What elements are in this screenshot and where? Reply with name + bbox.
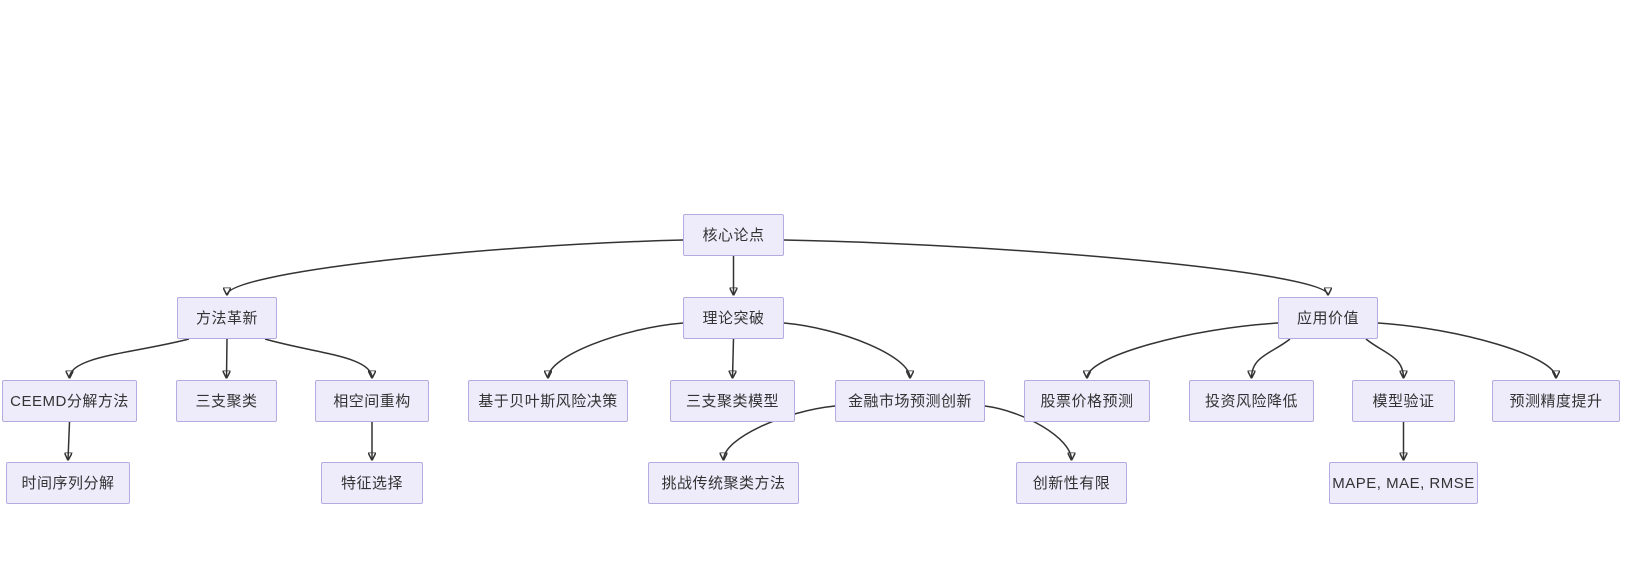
- node-label: 投资风险降低: [1204, 392, 1298, 410]
- edge-theory-to-fin: [783, 322, 910, 378]
- node-label: 创新性有限: [1032, 474, 1111, 492]
- node-mape: MAPE, MAE, RMSE: [1329, 462, 1478, 504]
- node-label: 模型验证: [1372, 392, 1435, 410]
- edge-method-to-phase: [264, 338, 372, 378]
- edge-theory-to-twcmodel: [733, 338, 734, 378]
- node-theory: 理论突破: [683, 297, 784, 339]
- node-label: 挑战传统聚类方法: [661, 474, 786, 492]
- edge-ceemd-to-tsdecomp: [68, 421, 70, 460]
- edge-fin-to-limited: [984, 405, 1072, 460]
- node-core: 核心论点: [683, 214, 784, 256]
- node-threeway: 三支聚类: [176, 380, 277, 422]
- edge-value-to-accuracy: [1377, 322, 1556, 378]
- edge-value-to-risk: [1252, 338, 1291, 378]
- node-label: 三支聚类模型: [685, 392, 779, 410]
- edge-method-to-threeway: [227, 338, 228, 378]
- node-label: 预测精度提升: [1509, 392, 1603, 410]
- node-label: 相空间重构: [333, 392, 411, 410]
- node-twcmodel: 三支聚类模型: [670, 380, 795, 422]
- node-method: 方法革新: [177, 297, 277, 339]
- node-feature: 特征选择: [321, 462, 423, 504]
- node-stock: 股票价格预测: [1024, 380, 1150, 422]
- edge-core-to-method: [227, 239, 684, 295]
- node-bayes: 基于贝叶斯风险决策: [468, 380, 628, 422]
- node-label: 三支聚类: [195, 392, 258, 410]
- node-label: 时间序列分解: [21, 474, 115, 492]
- node-label: 股票价格预测: [1040, 392, 1134, 410]
- node-value: 应用价值: [1278, 297, 1378, 339]
- node-label: 基于贝叶斯风险决策: [478, 392, 618, 410]
- node-risk: 投资风险降低: [1189, 380, 1314, 422]
- node-limited: 创新性有限: [1016, 462, 1127, 504]
- node-phase: 相空间重构: [315, 380, 429, 422]
- node-label: 核心论点: [702, 226, 765, 244]
- node-challenge: 挑战传统聚类方法: [648, 462, 799, 504]
- node-label: 应用价值: [1296, 309, 1359, 327]
- edge-theory-to-bayes: [548, 322, 684, 378]
- node-ceemd: CEEMD分解方法: [2, 380, 137, 422]
- node-label: 理论突破: [702, 309, 765, 327]
- node-label: CEEMD分解方法: [10, 392, 129, 410]
- node-fin: 金融市场预测创新: [835, 380, 985, 422]
- edge-fin-to-challenge: [724, 405, 836, 460]
- node-modelval: 模型验证: [1352, 380, 1455, 422]
- edge-value-to-stock: [1087, 322, 1279, 378]
- node-label: 方法革新: [195, 309, 258, 327]
- node-tsdecomp: 时间序列分解: [6, 462, 130, 504]
- node-label: MAPE, MAE, RMSE: [1332, 474, 1475, 492]
- node-accuracy: 预测精度提升: [1492, 380, 1620, 422]
- edge-method-to-ceemd: [70, 338, 190, 378]
- node-label: 金融市场预测创新: [847, 392, 972, 410]
- edge-value-to-modelval: [1365, 338, 1404, 378]
- node-label: 特征选择: [340, 474, 403, 492]
- edge-core-to-value: [783, 239, 1328, 295]
